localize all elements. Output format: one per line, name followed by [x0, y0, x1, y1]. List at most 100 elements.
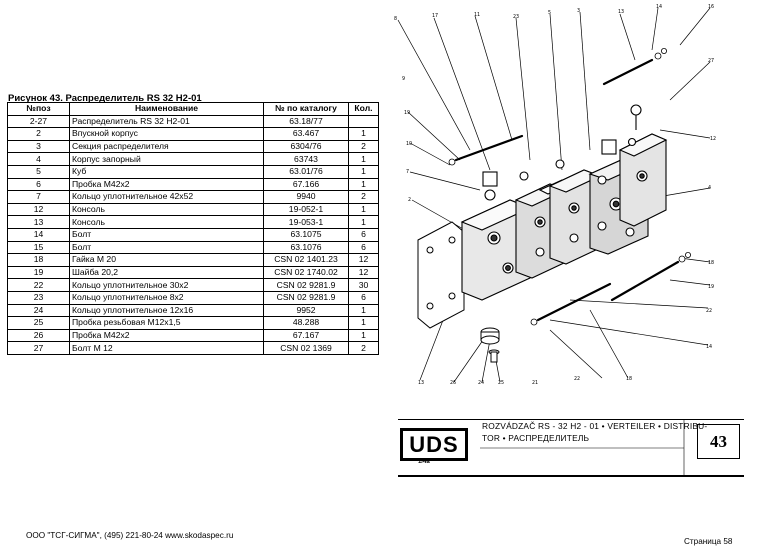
- cell-position: 2: [7, 127, 70, 141]
- cell-name: Гайка М 20: [69, 253, 264, 267]
- cell-quantity: 12: [348, 253, 379, 267]
- column-header-name: Наименование: [69, 102, 264, 116]
- cell-position: 27: [7, 341, 70, 355]
- cell-position: 15: [7, 240, 70, 255]
- column-header-position: №поз: [7, 102, 70, 116]
- cell-name: Секция распределителя: [69, 139, 264, 154]
- cell-position: 4: [7, 152, 70, 166]
- cell-position: 13: [7, 215, 70, 229]
- callout-14-right: 14: [706, 344, 712, 350]
- cell-catalog-number: CSN 02 1401.23: [263, 253, 349, 267]
- table-header-row: №поз Наименование № по каталогу Кол.: [7, 102, 379, 116]
- cell-quantity: 6: [348, 290, 379, 305]
- cell-quantity: 2: [348, 341, 379, 355]
- cell-position: 3: [7, 139, 70, 154]
- cell-quantity: 6: [348, 240, 379, 255]
- cell-quantity: 6: [348, 227, 379, 242]
- cell-name: Кольцо уплотнительное 12х16: [69, 303, 264, 318]
- callout-8: 8: [394, 16, 397, 22]
- cell-position: 26: [7, 328, 70, 343]
- cell-position: 5: [7, 164, 70, 179]
- cell-catalog-number: 63.01/76: [263, 164, 349, 179]
- cell-position: 12: [7, 202, 70, 217]
- callout-5: 5: [548, 10, 551, 16]
- callout-24: 24: [478, 380, 484, 386]
- column-header-quantity: Кол.: [348, 102, 379, 116]
- cell-quantity: 1: [348, 328, 379, 343]
- cell-catalog-number: 6304/76: [263, 139, 349, 154]
- title-block-line-1: ROZVÁDZAČ RS - 32 H2 - 01 • VERTEILER • …: [482, 421, 708, 431]
- cell-catalog-number: 63.18/77: [263, 114, 349, 129]
- callout-13: 13: [618, 9, 624, 15]
- callout-14: 14: [656, 4, 662, 10]
- uds-logo: UDS: [400, 428, 468, 461]
- cell-catalog-number: 63.1075: [263, 227, 349, 242]
- cell-position: 18: [7, 253, 70, 267]
- cell-catalog-number: 19-052-1: [263, 202, 349, 217]
- cell-catalog-number: CSN 02 9281.9: [263, 290, 349, 305]
- cell-quantity: 1: [348, 303, 379, 318]
- callout-13-bottom: 13: [418, 380, 424, 386]
- cell-name: Пробка резьбовая М12х1,5: [69, 316, 264, 330]
- cell-catalog-number: 9940: [263, 190, 349, 204]
- cell-name: Кольцо уплотнительное 8х2: [69, 290, 264, 305]
- parts-table: №поз Наименование № по каталогу Кол. 2-2…: [7, 102, 379, 355]
- title-block-line-2: TOR • РАСПРЕДЕЛИТЕЛЬ: [482, 433, 590, 443]
- callout-7: 7: [406, 169, 409, 175]
- column-header-catalog-number: № по каталогу: [263, 102, 349, 116]
- callout-18-bottom: 18: [626, 376, 632, 382]
- cell-quantity: 30: [348, 278, 379, 292]
- cell-name: Консоль: [69, 202, 264, 217]
- callout-9: 9: [402, 76, 405, 82]
- callout-23: 23: [513, 14, 519, 20]
- cell-position: 24: [7, 303, 70, 318]
- callout-16: 16: [708, 4, 714, 10]
- cell-catalog-number: 67.166: [263, 177, 349, 192]
- callout-25: 25: [498, 380, 504, 386]
- cell-quantity: 2: [348, 190, 379, 204]
- exploded-view-drawing: 8 17 11 23 5 3 13 14 16 27 12 9 19 10 7 …: [394, 4, 716, 386]
- cell-catalog-number: 63743: [263, 152, 349, 166]
- cell-name: Куб: [69, 164, 264, 179]
- cell-catalog-number: 63.467: [263, 127, 349, 141]
- cell-quantity: [348, 114, 379, 129]
- cell-name: Болт М 12: [69, 341, 264, 355]
- cell-name: Пробка М42х2: [69, 328, 264, 343]
- cell-name: Кольцо уплотнительное 42х52: [69, 190, 264, 204]
- cell-name: Распределитель RS 32 H2-01: [69, 114, 264, 129]
- cell-catalog-number: 63.1076: [263, 240, 349, 255]
- cell-position: 6: [7, 177, 70, 192]
- callout-19-right: 19: [708, 284, 714, 290]
- cell-name: Впускной корпус: [69, 127, 264, 141]
- cell-quantity: 1: [348, 202, 379, 217]
- cell-position: 2-27: [7, 114, 70, 129]
- cell-name: Шайба 20,2: [69, 265, 264, 280]
- callout-26: 26: [450, 380, 456, 386]
- cell-position: 14: [7, 227, 70, 242]
- cell-quantity: 1: [348, 127, 379, 141]
- cell-catalog-number: CSN 02 1740.02: [263, 265, 349, 280]
- callout-10: 10: [406, 141, 412, 147]
- title-block-frame: [398, 419, 744, 477]
- cell-catalog-number: CSN 02 9281.9: [263, 278, 349, 292]
- uds-logo-subtitle: 1/4a: [418, 459, 430, 465]
- cell-catalog-number: CSN 02 1369: [263, 341, 349, 355]
- cell-quantity: 1: [348, 152, 379, 166]
- cell-quantity: 2: [348, 139, 379, 154]
- callout-17: 17: [432, 13, 438, 19]
- callout-2: 2: [408, 197, 411, 203]
- callout-27: 27: [708, 58, 714, 64]
- callout-21: 21: [532, 380, 538, 386]
- callout-12: 12: [710, 136, 716, 142]
- figure-caption: Рисунок 43. Распределитель RS 32 H2-01: [8, 93, 202, 104]
